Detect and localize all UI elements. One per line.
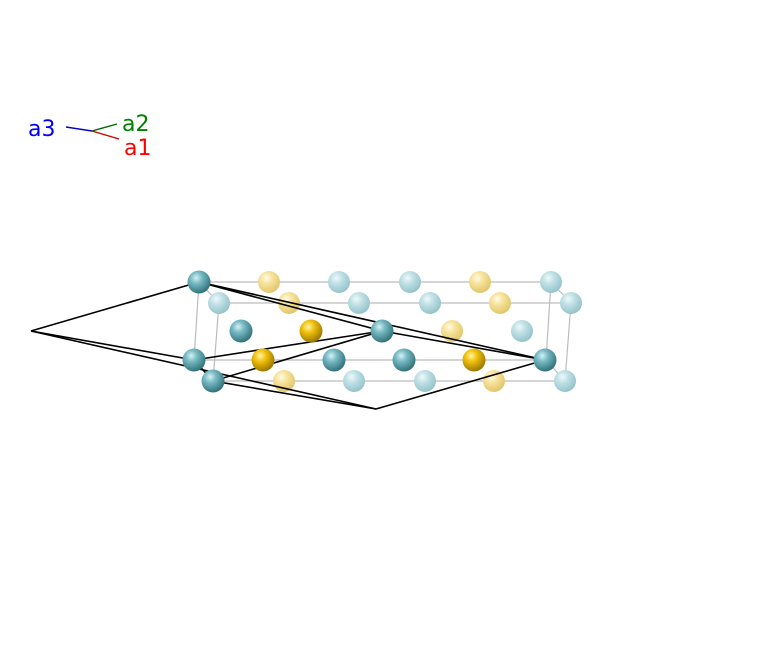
a3-axis-label: a3 (28, 117, 55, 142)
atom (208, 292, 230, 314)
atom (322, 348, 346, 372)
atom (370, 319, 394, 343)
a1-axis-line (91, 130, 120, 140)
faint-atoms (208, 271, 582, 392)
a1-axis-label: a1 (124, 136, 151, 161)
axis-indicator: a3 a2 a1 (28, 112, 151, 161)
atom (182, 348, 206, 372)
atom (540, 271, 562, 293)
atom (348, 292, 370, 314)
atom (201, 369, 225, 393)
atom (399, 271, 421, 293)
a3-axis-line (65, 126, 93, 132)
a2-axis-line (91, 123, 118, 132)
atom (489, 292, 511, 314)
atom (554, 370, 576, 392)
atom (328, 271, 350, 293)
atom (229, 319, 253, 343)
atom (511, 320, 533, 342)
atom (414, 370, 436, 392)
atom (258, 271, 280, 293)
atom (419, 292, 441, 314)
solid-atoms (182, 270, 557, 393)
atom (533, 348, 557, 372)
atom (343, 370, 365, 392)
atom (560, 292, 582, 314)
atom (299, 319, 323, 343)
atom (392, 348, 416, 372)
atom (187, 270, 211, 294)
atom (469, 271, 491, 293)
unit-cell (30, 281, 546, 410)
atom (462, 348, 486, 372)
a2-axis-label: a2 (122, 112, 149, 137)
atom (483, 370, 505, 392)
atom (441, 320, 463, 342)
atom (251, 348, 275, 372)
